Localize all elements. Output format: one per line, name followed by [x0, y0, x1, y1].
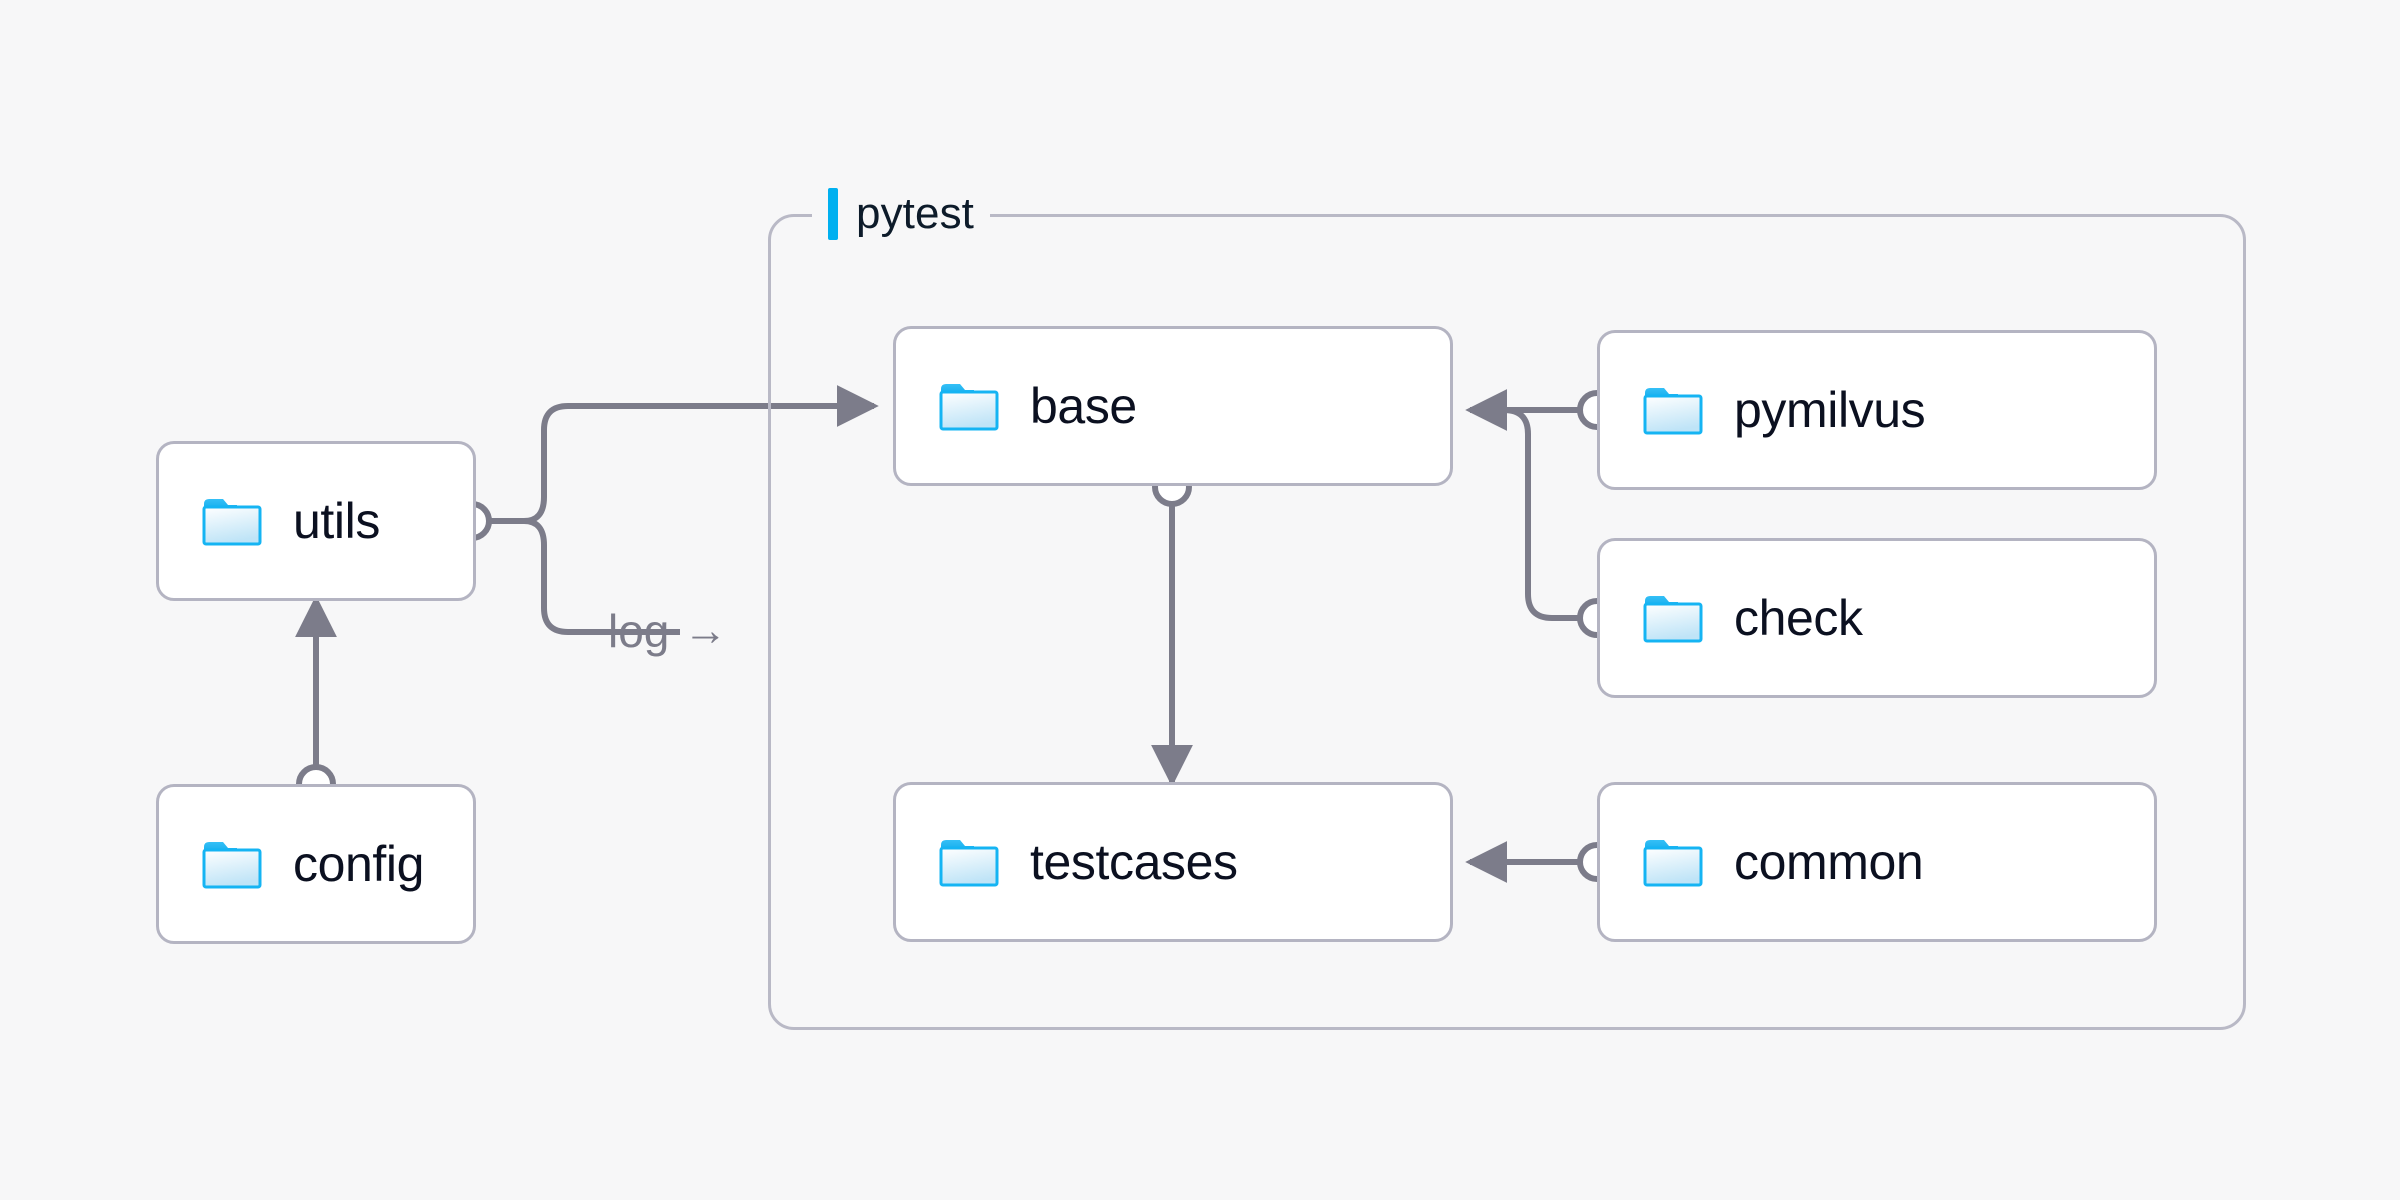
node-base[interactable]: base	[893, 326, 1453, 486]
node-utils[interactable]: utils	[156, 441, 476, 601]
node-label: pymilvus	[1734, 382, 1926, 438]
folder-icon	[939, 384, 999, 431]
node-label: config	[293, 836, 425, 892]
group-accent-bar	[828, 188, 838, 240]
folder-icon	[202, 499, 262, 546]
group-pytest	[768, 214, 2246, 1030]
node-config[interactable]: config	[156, 784, 476, 944]
folder-icon	[939, 840, 999, 887]
node-testcases[interactable]: testcases	[893, 782, 1453, 942]
folder-icon	[1643, 840, 1703, 887]
node-label: testcases	[1030, 834, 1238, 890]
group-pytest-title: pytest	[812, 188, 990, 240]
folder-icon	[1643, 388, 1703, 435]
edge-label-log: log →	[608, 604, 727, 658]
node-label: common	[1734, 834, 1924, 890]
node-common[interactable]: common	[1597, 782, 2157, 942]
edge-label-log-text: log	[608, 605, 670, 657]
node-check[interactable]: check	[1597, 538, 2157, 698]
node-label: base	[1030, 378, 1137, 434]
node-pymilvus[interactable]: pymilvus	[1597, 330, 2157, 490]
folder-icon	[202, 842, 262, 889]
group-title-label: pytest	[856, 189, 974, 238]
folder-icon	[1643, 596, 1703, 643]
edge-config-utils	[295, 595, 337, 804]
arrow-right-icon: →	[683, 606, 728, 655]
node-label: check	[1734, 590, 1863, 646]
node-label: utils	[293, 493, 380, 549]
